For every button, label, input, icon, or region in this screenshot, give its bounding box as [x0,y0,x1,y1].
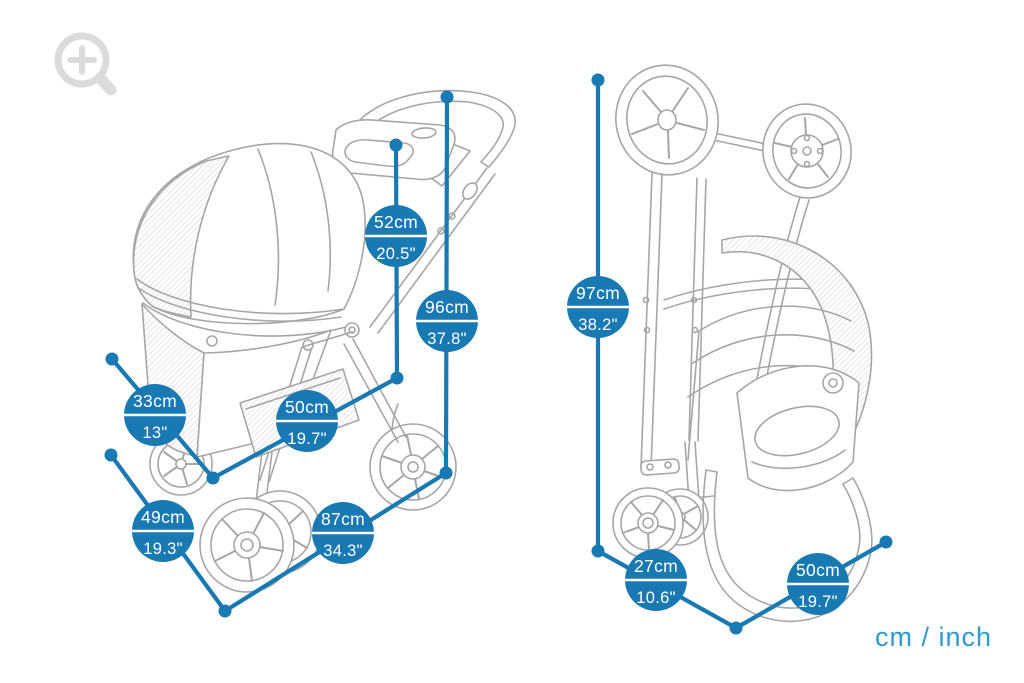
measurement-bubble: 49cm 19.3" [132,500,194,562]
dimension-endpoint-dot [879,535,893,549]
open-canopy [132,142,366,325]
measurement-cm: 50cm [796,560,840,580]
measurement-cm: 87cm [321,509,365,529]
measurement-bubble: 27cm 10.6" [625,549,687,611]
dimension-endpoint-dot [591,73,605,87]
measurement-bubble: 33cm 13" [124,384,186,446]
measurement-cm: 96cm [425,297,469,317]
measurement-bubble: 50cm 19.7" [276,390,338,452]
measurement-cm: 52cm [374,212,418,232]
measurement-bubble: 97cm 38.2" [567,276,629,338]
dimension-endpoint-dot [206,471,220,485]
stroller-folded-drawing [612,64,873,623]
measurement-inch: 19.7" [287,430,326,448]
open-rear-wheel [369,403,457,511]
dimension-endpoint-dot [729,621,743,635]
plus-glyph [67,45,97,75]
dimension-endpoint-dot [390,371,404,385]
dimension-endpoint-dot [104,448,118,462]
measurement-inch: 34.3" [323,542,362,560]
measurement-cm: 50cm [285,397,329,417]
dimension-endpoint-dot [389,138,403,152]
measurement-bubble: 52cm 20.5" [365,205,427,267]
folded-top-right-wheel [762,103,852,199]
unit-label: cm / inch [874,622,992,652]
measurement-inch: 37.8" [427,330,466,348]
measurement-inch: 19.7" [798,593,837,611]
measurement-cm: 49cm [141,507,185,527]
folded-top-left-wheel [615,64,719,176]
open-front-wheels [199,451,322,593]
measurement-bubble: 96cm 37.8" [416,290,478,352]
measurement-inch: 13" [142,424,167,442]
measurement-cm: 97cm [576,283,620,303]
measurement-cm: 33cm [133,391,177,411]
measurement-bubble: 87cm 34.3" [312,502,374,564]
measurement-inch: 10.6" [636,589,675,607]
measurement-cm: 27cm [634,556,678,576]
measurement-bubble: 50cm 19.7" [787,553,849,615]
dimension-endpoint-dot [591,544,605,558]
measurement-inch: 19.3" [143,540,182,558]
dimension-endpoint-dot [439,466,453,480]
measurement-inch: 38.2" [578,316,617,334]
measurement-inch: 20.5" [376,245,415,263]
zoom-in-icon[interactable] [54,32,117,96]
dimension-endpoint-dot [218,604,232,618]
dimension-endpoint-dot [440,90,454,104]
folded-seat [736,365,860,492]
dimension-endpoint-dot [105,352,119,366]
folded-bottom-wheels [612,441,715,559]
